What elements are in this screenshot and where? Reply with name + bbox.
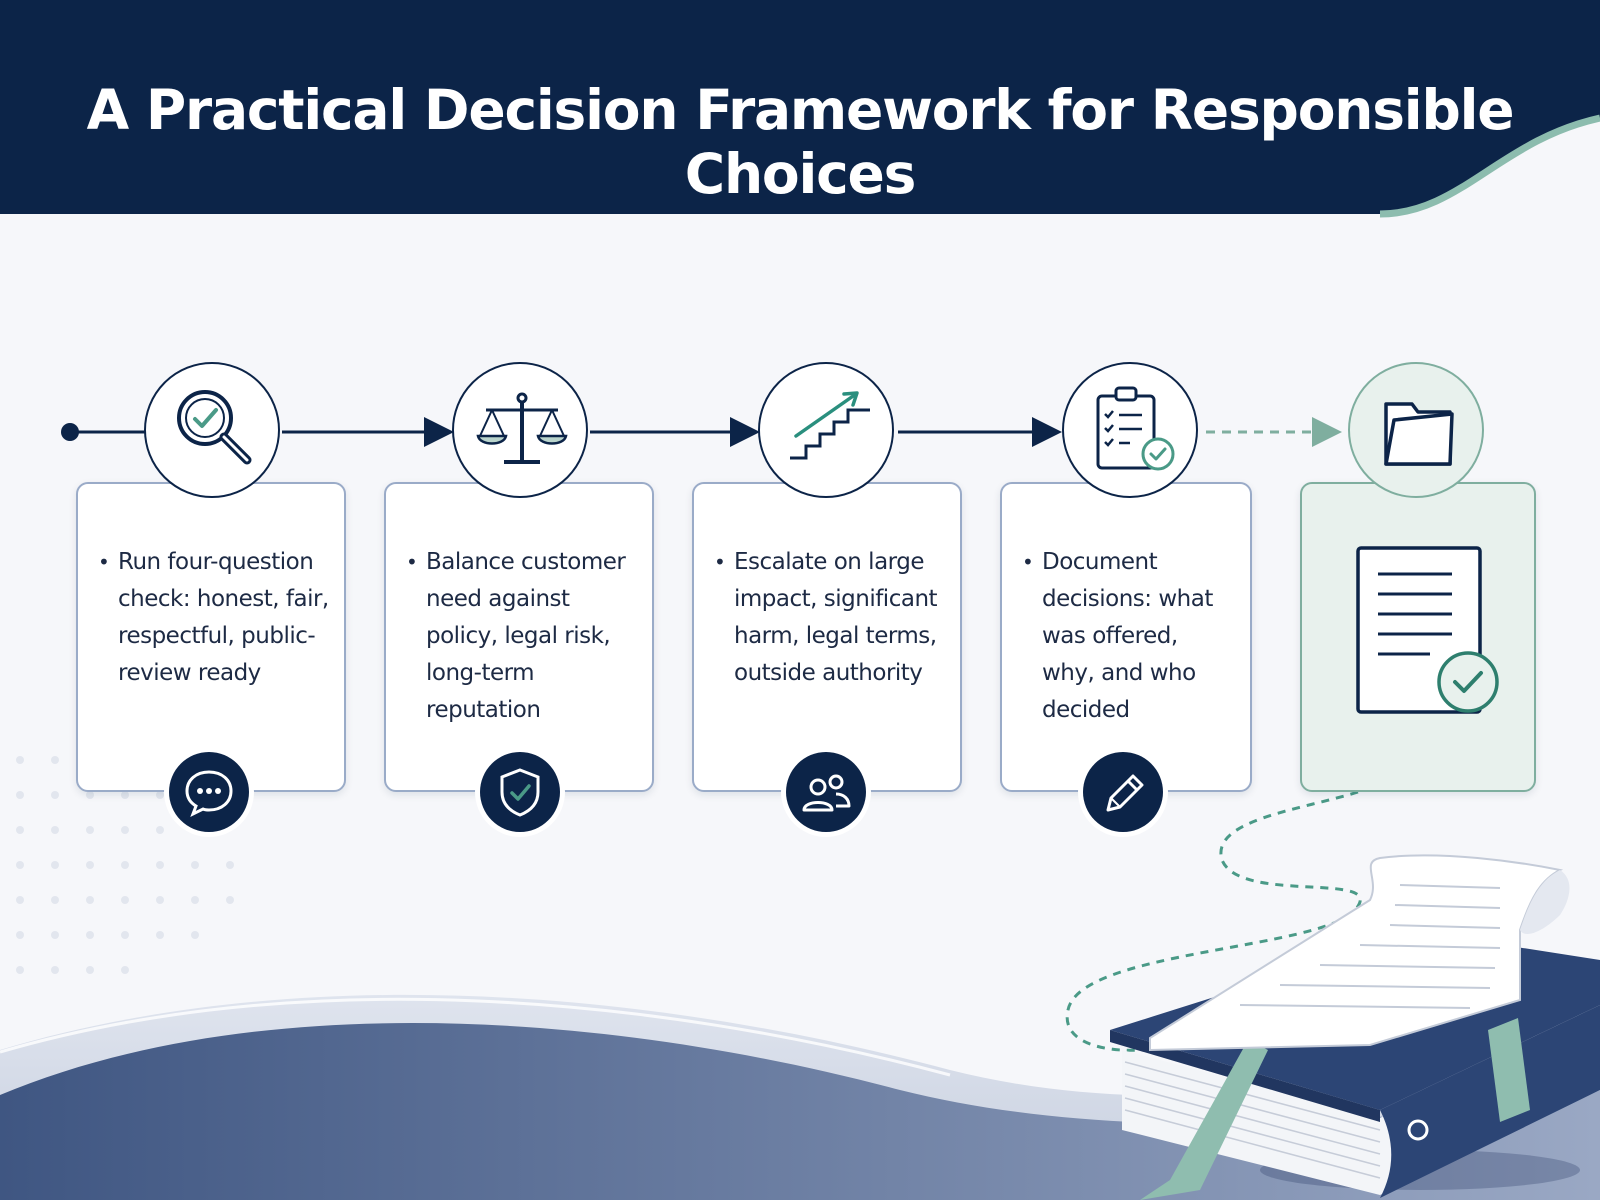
step-2-badge <box>480 752 560 832</box>
step-5-icon-circle <box>1348 362 1484 498</box>
step-card-3: •Escalate on large impact, significant h… <box>692 482 962 792</box>
step-4-text: •Document decisions: what was offered, w… <box>1022 549 1213 723</box>
step-4-badge <box>1083 752 1163 832</box>
step-4-icon-circle <box>1062 362 1198 498</box>
step-1-icon-circle <box>144 362 280 498</box>
step-card-1: •Run four-question check: honest, fair, … <box>76 482 346 792</box>
stairs-arrow-icon <box>790 391 870 460</box>
step-card-4: •Document decisions: what was offered, w… <box>1000 482 1252 792</box>
step-3-icon-circle <box>758 362 894 498</box>
folder-icon <box>1384 402 1454 466</box>
step-card-2: •Balance customer need against policy, l… <box>384 482 654 792</box>
step-3-text: •Escalate on large impact, significant h… <box>714 549 938 686</box>
step-3-badge <box>786 752 866 832</box>
step-2-icon-circle <box>452 362 588 498</box>
document-check-icon <box>1356 546 1499 714</box>
pencil-icon <box>1106 774 1144 812</box>
scales-icon <box>476 392 568 464</box>
people-icon <box>802 774 851 812</box>
step-1-text: •Run four-question check: honest, fair, … <box>98 549 329 686</box>
page-title: A Practical Decision Framework for Respo… <box>86 78 1515 206</box>
step-card-final <box>1300 482 1536 792</box>
header-curve <box>1379 114 1600 240</box>
step-2-text: •Balance customer need against policy, l… <box>406 549 626 723</box>
clipboard-checklist-icon <box>1096 386 1175 471</box>
header-banner <box>0 0 1600 214</box>
shield-check-icon <box>500 768 540 817</box>
speech-bubble-icon <box>185 770 233 818</box>
magnifier-check-icon <box>177 390 252 465</box>
step-1-badge <box>169 752 249 832</box>
